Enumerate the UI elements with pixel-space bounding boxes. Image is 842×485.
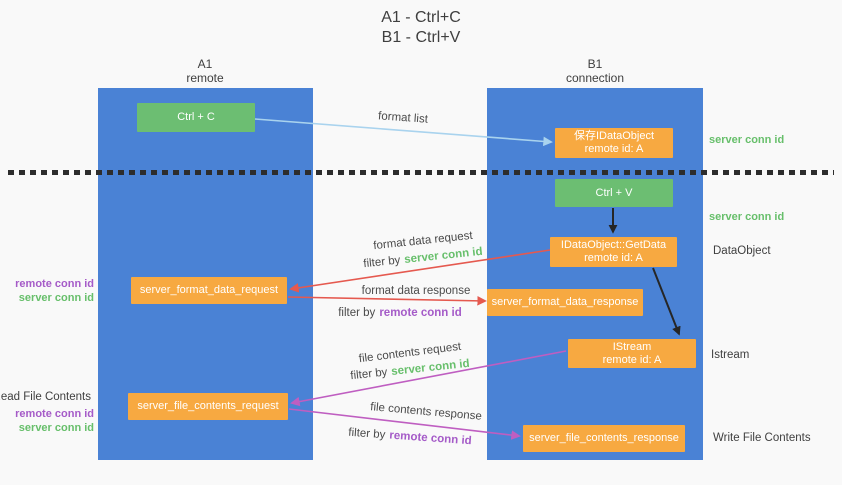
save-idataobject-node: 保存IDataObject remote id: A — [555, 128, 673, 158]
istream-node: IStream remote id: A — [568, 339, 696, 368]
column-header-b1: B1 connection — [566, 57, 624, 85]
save-idataobject-line2: remote id: A — [584, 143, 644, 155]
dataobject-annotation: DataObject — [713, 245, 771, 257]
diagram-title: A1 - Ctrl+C B1 - Ctrl+V — [0, 8, 842, 48]
format-data-response-label: format data response — [362, 285, 471, 297]
server-file-contents-request-node: server_file_contents_request — [128, 393, 288, 420]
server-conn-id-annotation-4: server conn id — [18, 422, 94, 434]
column-a1-subtitle: remote — [186, 71, 224, 85]
save-idataobject-line1: 保存IDataObject — [573, 130, 655, 142]
title-line-2: B1 - Ctrl+V — [381, 29, 461, 46]
remote-conn-id-annotation-2: remote conn id — [15, 408, 94, 420]
filter-by-text: filter by — [349, 366, 388, 383]
server-conn-id-text: server conn id — [390, 357, 471, 378]
read-file-contents-annotation: Read File Contents — [0, 391, 91, 403]
ctrl-c-label: Ctrl + C — [177, 111, 215, 123]
server-format-data-request-node: server_format_data_request — [131, 277, 287, 304]
server-format-data-request-label: server_format_data_request — [139, 284, 279, 296]
server-conn-id-text: server conn id — [403, 245, 484, 266]
title-line-1: A1 - Ctrl+C — [381, 9, 461, 26]
column-b1-subtitle: connection — [565, 71, 625, 85]
idataobject-getdata-line1: IDataObject::GetData — [560, 239, 667, 251]
idataobject-getdata-line2: remote id: A — [584, 252, 643, 264]
session-divider — [8, 170, 834, 175]
istream-annotation: Istream — [711, 349, 750, 361]
filter-by-text: filter by — [362, 254, 401, 271]
istream-line1: IStream — [612, 340, 652, 353]
ctrl-v-label: Ctrl + V — [595, 186, 633, 199]
server-conn-id-annotation-2: server conn id — [709, 211, 785, 223]
filter-by-text: filter by — [347, 426, 386, 442]
file-contents-response-label: file contents response — [370, 401, 482, 423]
column-b1-title: B1 — [587, 57, 603, 71]
format-list-text: format list — [377, 110, 429, 126]
server-format-data-response-label: server_format_data_response — [491, 296, 639, 308]
remote-conn-id-text: remote conn id — [379, 307, 462, 319]
format-data-response-text: format data response — [361, 285, 471, 297]
server-conn-id-annotation-1: server conn id — [709, 134, 785, 146]
ctrl-c-node: Ctrl + C — [137, 103, 255, 132]
conn-id-annotation-bottom: remote conn id server conn id — [15, 407, 94, 435]
server-file-contents-response-label: server_file_contents_response — [529, 432, 679, 444]
server-conn-id-annotation-3: server conn id — [18, 292, 94, 304]
column-header-a1: A1 remote — [186, 57, 223, 85]
file-contents-response-text: file contents response — [369, 401, 483, 423]
column-a1-title: A1 — [197, 57, 213, 71]
conn-id-annotation-top: remote conn id server conn id — [15, 277, 94, 305]
write-file-contents-annotation: Write File Contents — [713, 432, 811, 444]
remote-conn-id-text: remote conn id — [388, 429, 473, 448]
filter-by-text: filter by — [338, 307, 376, 319]
remote-conn-id-annotation-1: remote conn id — [15, 278, 94, 290]
format-list-label: format list — [378, 110, 429, 125]
server-file-contents-request-label: server_file_contents_request — [137, 400, 279, 412]
idataobject-getdata-node: IDataObject::GetData remote id: A — [550, 237, 677, 267]
format-data-response-arrow — [287, 296, 487, 306]
ctrl-v-node: Ctrl + V — [555, 179, 673, 207]
server-format-data-response-node: server_format_data_response — [487, 289, 643, 316]
server-file-contents-response-node: server_file_contents_response — [523, 425, 685, 452]
istream-line2: remote id: A — [602, 353, 662, 366]
